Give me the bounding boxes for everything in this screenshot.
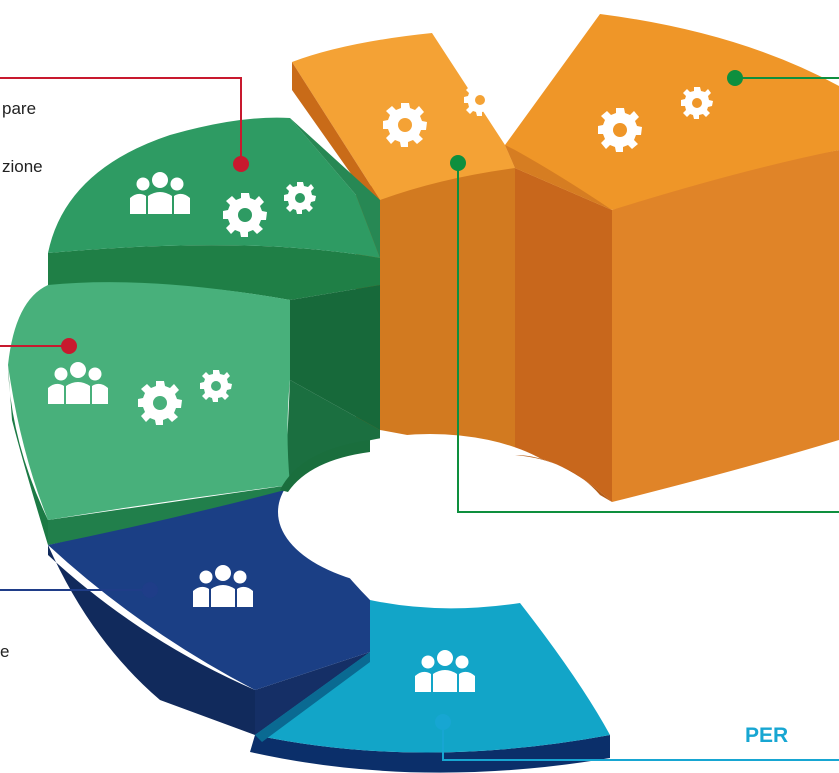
- callout-dots: [61, 70, 743, 730]
- callout-text-per: PER: [745, 724, 789, 747]
- segment-green-upper: [48, 117, 380, 430]
- callout-text-4: e: [0, 642, 10, 661]
- callout-lines: [0, 77, 839, 761]
- donut-hole: [278, 434, 582, 590]
- segment-orange-right: [505, 14, 839, 502]
- callout-text-2: zione: [2, 157, 43, 176]
- segment-cyan: [250, 600, 610, 773]
- callout-text-1: pare: [2, 99, 37, 118]
